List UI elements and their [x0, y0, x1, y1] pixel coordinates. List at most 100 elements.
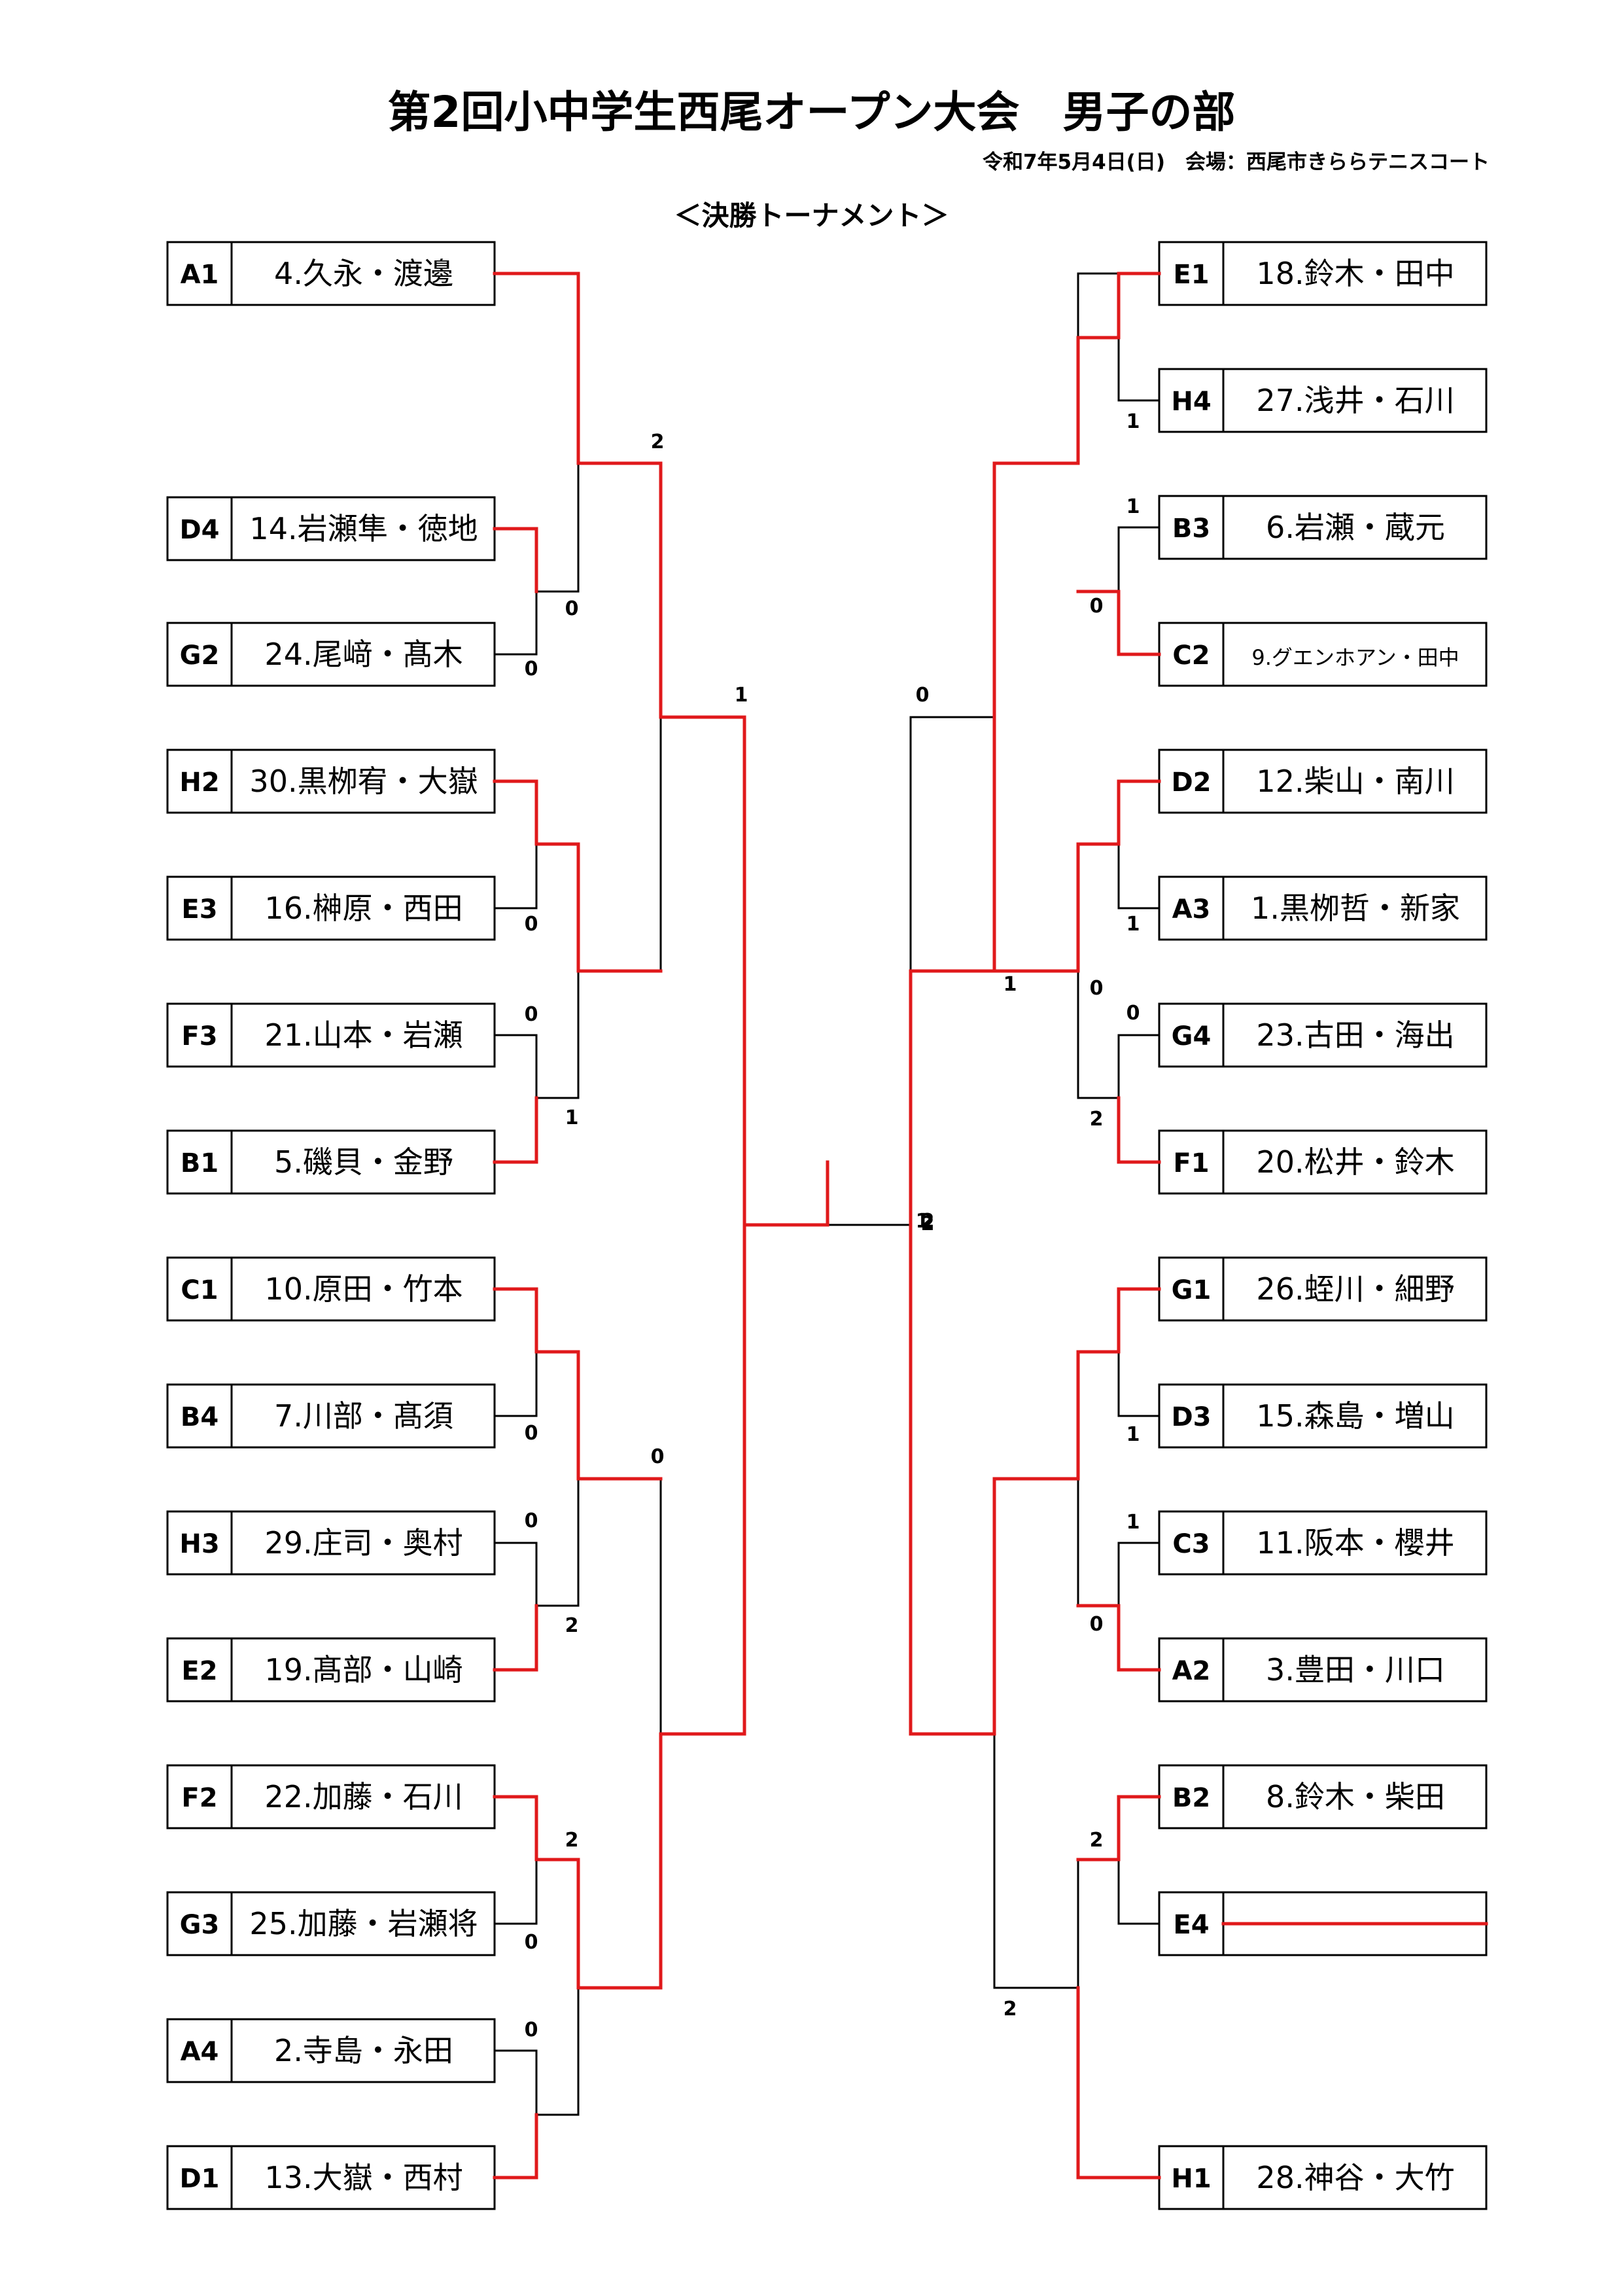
match-score: 2 [565, 1829, 579, 1852]
right-entry-box: C2 9.グエンホアン・田中 [1158, 622, 1488, 687]
match-score: 1 [916, 1210, 930, 1233]
match-score: 2 [1090, 1108, 1104, 1131]
entry-seed: D2 [1171, 768, 1211, 798]
entry-name: 19.髙部・山崎 [264, 1652, 462, 1687]
bracket-line [1117, 1858, 1161, 1925]
bracket-line [1076, 1986, 1161, 2180]
entry-name: 29.庄司・奥村 [264, 1525, 462, 1561]
bracket-line [909, 1224, 996, 1735]
match-score: 2 [1090, 1829, 1104, 1852]
match-score: 0 [1126, 1002, 1140, 1025]
bracket-subtitle: ＜決勝トーナメント＞ [674, 200, 949, 232]
bracket-line [493, 2113, 538, 2180]
bracket-line [493, 779, 663, 973]
entry-seed: B1 [181, 1148, 218, 1178]
entry-seed: E3 [181, 894, 217, 925]
entry-seed: G3 [180, 1910, 220, 1940]
left-entry-box: H3 29.庄司・奥村 [166, 1510, 496, 1576]
bracket-line [1117, 843, 1161, 910]
entry-name: 9.グエンホアン・田中 [1251, 645, 1459, 670]
bracket-line [493, 1604, 538, 1672]
entry-frame [166, 1256, 496, 1322]
entry-seed: F2 [181, 1783, 217, 1813]
entry-frame [166, 1002, 496, 1068]
entry-seed: B3 [1172, 514, 1210, 544]
winner-path [909, 272, 1161, 1736]
entry-name: 14.岩瀬隼・徳地 [249, 511, 478, 546]
entry-frame [166, 1637, 496, 1703]
entry-name: 20.松井・鈴木 [1256, 1144, 1454, 1180]
entry-seed: B4 [181, 1402, 218, 1432]
match-score: 1 [1126, 1423, 1140, 1446]
match-score: 0 [1090, 977, 1104, 1000]
entry-seed: C2 [1172, 641, 1210, 671]
entry-frame [1158, 368, 1488, 433]
entry-seed: A1 [181, 260, 219, 290]
entry-frame [166, 1764, 496, 1829]
match-score: 2 [921, 1210, 935, 1233]
match-score: 0 [1090, 1613, 1104, 1636]
entry-frame [166, 875, 496, 941]
bracket-line [493, 843, 538, 910]
match-score: 0 [1090, 595, 1104, 618]
entry-seed: D1 [179, 2164, 219, 2194]
entry-name: 11.阪本・櫻井 [1256, 1525, 1454, 1561]
entry-frame [166, 1383, 496, 1449]
entry-name: 3.豊田・川口 [1266, 1652, 1445, 1687]
entry-name: 5.磯貝・金野 [274, 1144, 453, 1180]
entry-name: 23.古田・海出 [1256, 1017, 1454, 1053]
left-entry-box: E3 16.榊原・西田 [166, 875, 496, 941]
entry-frame [166, 496, 496, 561]
entry-name: 8.鈴木・柴田 [1266, 1779, 1445, 1814]
match-score: 1 [1126, 410, 1140, 433]
match-score: 0 [525, 1003, 538, 1026]
entry-name: 30.黒栁宥・大嶽 [249, 764, 478, 799]
bracket-line [1076, 590, 1161, 656]
entry-seed: H3 [179, 1529, 219, 1559]
left-entry-box: D1 13.大嶽・西村 [166, 2145, 496, 2210]
entry-seed: B2 [1172, 1783, 1210, 1813]
entry-name: 13.大嶽・西村 [264, 2160, 462, 2195]
entry-seed: E1 [1173, 260, 1209, 290]
match-score: 2 [565, 1614, 579, 1637]
entry-name: 2.寺島・永田 [274, 2033, 453, 2068]
entry-frame [1158, 2145, 1488, 2210]
bracket-line [535, 462, 580, 593]
match-score: 1 [565, 1106, 579, 1129]
bracket-line [1076, 1604, 1161, 1672]
entry-seed: A2 [1172, 1656, 1211, 1686]
entry-frame [166, 241, 496, 306]
match-score: 0 [565, 597, 579, 620]
entry-seed: D4 [179, 515, 219, 545]
match-score: 2 [1003, 1998, 1017, 2021]
entry-frame [1158, 1129, 1488, 1195]
entry-frame [1158, 1383, 1488, 1449]
match-score: 0 [525, 658, 538, 680]
match-score: 0 [525, 913, 538, 936]
entry-frame [166, 622, 496, 687]
entry-name: 16.榊原・西田 [264, 891, 462, 926]
page-title: 第2回小中学生西尾オープン大会 男子の部 [387, 87, 1236, 137]
entry-name: 12.柴山・南川 [1256, 764, 1454, 799]
entry-frame [1158, 495, 1488, 560]
entry-name: 7.川部・髙須 [274, 1398, 453, 1434]
left-entry-box: D4 14.岩瀬隼・徳地 [166, 496, 496, 561]
entry-frame [166, 749, 496, 814]
entry-seed: A4 [181, 2037, 219, 2067]
entry-name: 26.蛭川・細野 [1256, 1271, 1454, 1307]
match-score: 1 [1126, 495, 1140, 518]
entry-frame [1158, 1637, 1488, 1703]
bracket-line [1117, 1096, 1161, 1164]
left-entry-box: B1 5.磯貝・金野 [166, 1129, 496, 1195]
bracket-line [1076, 1795, 1161, 1862]
entry-seed: C3 [1172, 1529, 1210, 1559]
